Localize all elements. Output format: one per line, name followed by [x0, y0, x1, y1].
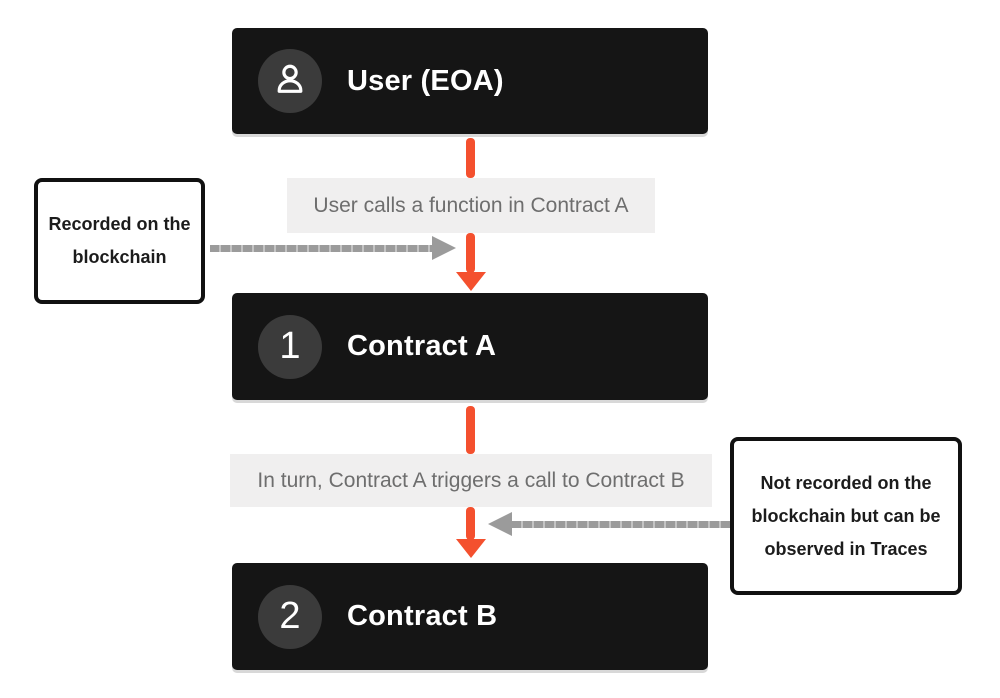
node-contract-a: 1 Contract A — [232, 293, 708, 400]
flow-label-user-call: User calls a function in Contract A — [287, 178, 655, 233]
arrow-a-to-b-head — [456, 539, 486, 558]
contract-a-number: 1 — [279, 324, 301, 367]
arrow-user-to-a-head — [456, 272, 486, 291]
arrow-right-callout-line — [512, 521, 738, 528]
node-title-contract-a: Contract A — [347, 330, 497, 362]
arrow-left-callout-head — [432, 236, 456, 260]
arrow-user-to-a-line-bottom — [466, 233, 475, 273]
contract-b-number-circle: 2 — [258, 584, 322, 649]
flow-label-contract-a-call: In turn, Contract A triggers a call to C… — [230, 454, 712, 507]
node-user-eoa: User (EOA) — [232, 28, 708, 134]
callout-not-recorded-traces: Not recorded on the blockchain but can b… — [730, 437, 962, 595]
arrow-user-to-a-line-top — [466, 138, 475, 178]
node-title-user-eoa: User (EOA) — [347, 64, 504, 97]
user-avatar-circle — [258, 49, 322, 113]
arrow-a-to-b-line-top — [466, 406, 475, 454]
callout-recorded-on-blockchain: Recorded on the blockchain — [34, 178, 205, 304]
arrow-right-callout-head — [488, 512, 512, 536]
node-contract-b: 2 Contract B — [232, 563, 708, 670]
contract-b-number: 2 — [279, 594, 301, 637]
arrow-a-to-b-line-bottom — [466, 507, 475, 540]
node-title-contract-b: Contract B — [347, 600, 498, 632]
user-icon — [272, 61, 308, 102]
contract-a-number-circle: 1 — [258, 314, 322, 379]
arrow-left-callout-line — [210, 245, 434, 252]
